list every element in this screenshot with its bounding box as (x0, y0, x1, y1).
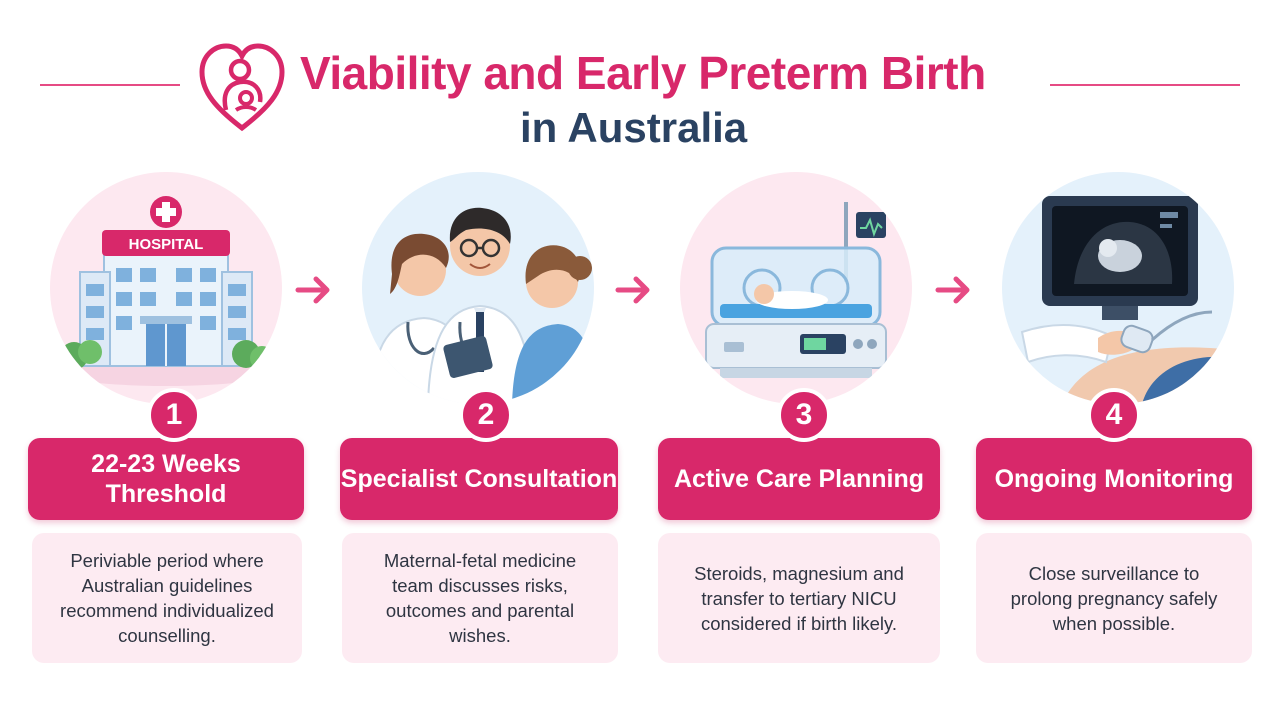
header-divider-right (1050, 84, 1240, 86)
step-description: Periviable period where Australian guide… (32, 533, 302, 663)
hospital-sign-text: HOSPITAL (129, 236, 204, 253)
step-number: 3 (777, 388, 831, 442)
step-title: Ongoing Monitoring (976, 438, 1252, 520)
neonatal-incubator-icon (680, 172, 912, 404)
step-title: Specialist Consultation (340, 438, 618, 520)
arrow-right-icon (934, 270, 974, 310)
step-number: 2 (459, 388, 513, 442)
heart-mother-baby-icon (196, 36, 288, 136)
header: Viability and Early Preterm Birth in Aus… (0, 0, 1280, 170)
ultrasound-monitor-icon (1002, 172, 1234, 404)
arrow-right-icon (614, 270, 654, 310)
step-3: 3 Active Care Planning Steroids, magnesi… (658, 0, 958, 720)
step-number: 1 (147, 388, 201, 442)
step-description: Steroids, magnesium and transfer to tert… (658, 533, 940, 663)
step-title: Active Care Planning (658, 438, 940, 520)
page-title: Viability and Early Preterm Birth (300, 47, 986, 99)
step-1: HOSPITAL 1 22-23 Weeks Threshold Perivia… (28, 0, 328, 720)
step-title: 22-23 Weeks Threshold (28, 438, 304, 520)
step-number: 4 (1087, 388, 1141, 442)
step-2: 2 Specialist Consultation Maternal-fetal… (340, 0, 640, 720)
page-subtitle: in Australia (520, 104, 748, 151)
step-description: Close surveillance to prolong pregnancy … (976, 533, 1252, 663)
header-divider-left (40, 84, 180, 86)
doctor-consultation-icon (362, 172, 594, 404)
step-description: Maternal-fetal medicine team discusses r… (342, 533, 618, 663)
step-4: 4 Ongoing Monitoring Close surveillance … (976, 0, 1276, 720)
arrow-right-icon (294, 270, 334, 310)
hospital-building-icon: HOSPITAL (50, 172, 282, 404)
